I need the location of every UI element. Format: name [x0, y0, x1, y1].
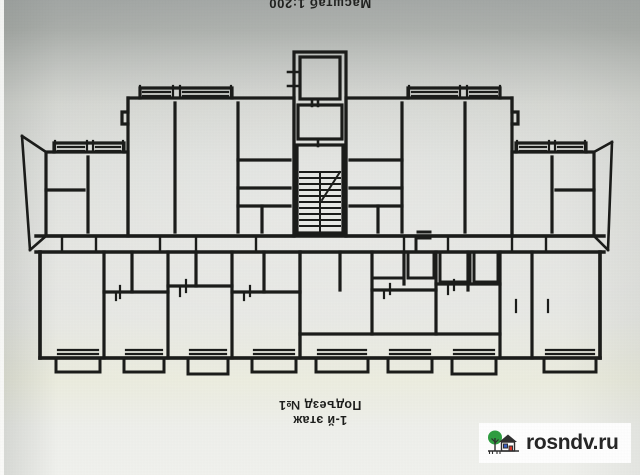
mid-wall-doors [60, 234, 548, 254]
lower-left-windows [56, 348, 296, 356]
lower-left-doors [114, 264, 266, 302]
upper-right-outer-windows [515, 139, 587, 154]
watermark: rosndv.ru [479, 423, 631, 463]
right-balcony-upper [592, 140, 614, 252]
upper-right-wing [344, 86, 520, 238]
lower-right-balconies [314, 356, 598, 376]
lower-right-windows [316, 348, 596, 356]
upper-left-outer-windows [53, 139, 125, 154]
lower-right-apartments [298, 250, 602, 360]
lower-left-balconies [54, 356, 298, 376]
utility-rooms [370, 230, 500, 284]
lower-left-apartments [38, 250, 302, 360]
upper-left-outer-block [44, 141, 130, 238]
entrance-label: Подъезд №1 [278, 398, 362, 412]
upper-left-windows [138, 84, 233, 100]
left-balcony-upper [20, 134, 48, 252]
core-doors [286, 70, 320, 148]
house-and-tree-icon [488, 430, 519, 454]
upper-left-wing [120, 86, 296, 238]
stair-flight [299, 170, 342, 232]
mid-corridor-wall [34, 234, 606, 254]
left-paper-edge [0, 0, 4, 475]
outer-contour [38, 250, 602, 360]
upper-right-outer-block [510, 141, 596, 238]
upper-right-windows [407, 84, 502, 100]
scale-label: Масштаб 1:200 [268, 0, 372, 11]
central-stair-core [292, 50, 348, 238]
watermark-text: rosndv.ru [526, 431, 619, 454]
